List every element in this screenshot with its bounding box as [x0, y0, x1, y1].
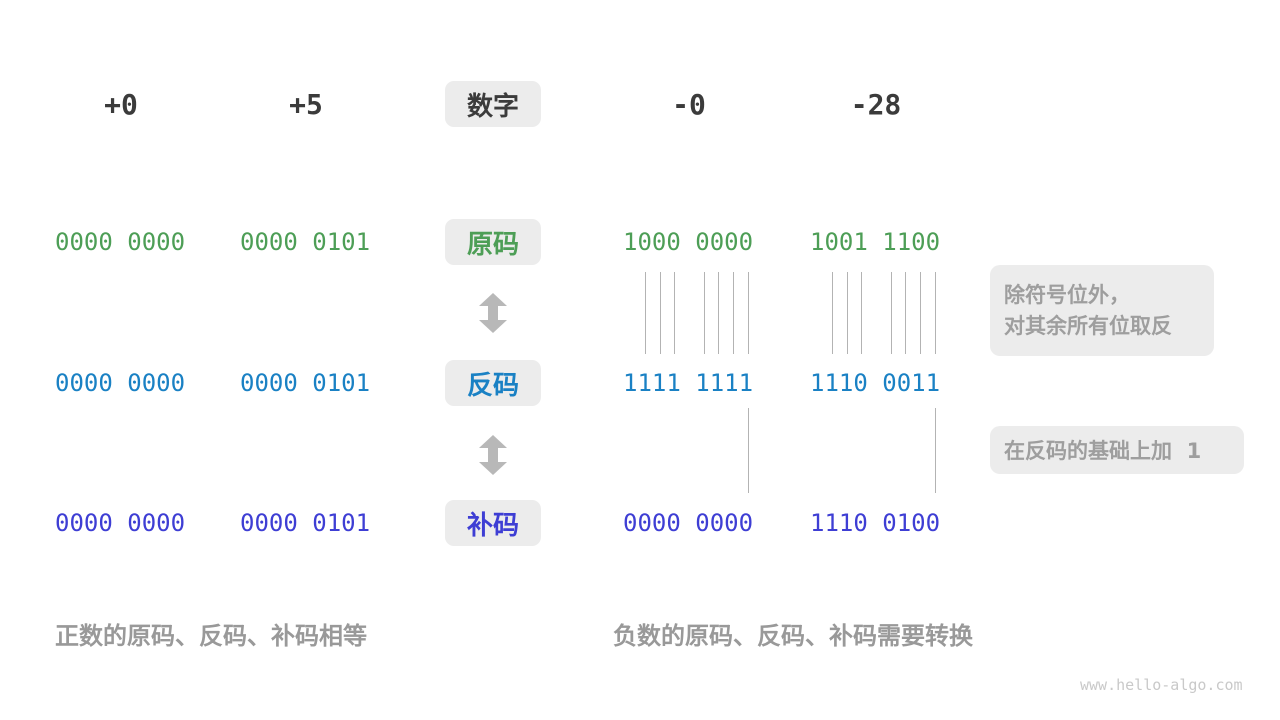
annotation-add-one: 在反码的基础上加 1	[990, 426, 1244, 474]
twos-complement-plus-five: 0000 0101	[240, 509, 371, 537]
annotation-invert-line1: 除符号位外，	[1004, 282, 1130, 307]
bit-connector-line	[747, 408, 749, 493]
website-watermark: www.hello-algo.com	[1080, 676, 1243, 694]
badge-ones-complement: 反码	[445, 360, 541, 406]
bit-connector-line	[934, 408, 936, 493]
sign-magnitude-plus-zero: 0000 0000	[55, 228, 186, 256]
sign-magnitude-minus-zero: 1000 0000	[623, 228, 754, 256]
double-arrow-icon	[479, 293, 507, 333]
sign-magnitude-plus-five: 0000 0101	[240, 228, 371, 256]
bit-connector-line	[674, 272, 676, 354]
bit-connector-line	[718, 272, 720, 354]
caption-positive-numbers: 正数的原码、反码、补码相等	[55, 622, 367, 650]
bit-connector-line	[645, 272, 646, 354]
ones-complement-minus-28: 1110 0011	[810, 369, 941, 397]
bit-connector-line	[890, 272, 892, 354]
ones-complement-minus-zero: 1111 1111	[623, 369, 754, 397]
badge-twos-complement: 补码	[445, 500, 541, 546]
header-value-plus-zero: +0	[104, 88, 138, 121]
sign-magnitude-minus-28: 1001 1100	[810, 228, 941, 256]
annotation-add-one-text: 在反码的基础上加 1	[1004, 439, 1202, 463]
twos-complement-minus-28: 1110 0100	[810, 509, 941, 537]
bit-connector-line	[659, 272, 661, 354]
header-value-plus-five: +5	[289, 88, 323, 121]
caption-negative-numbers: 负数的原码、反码、补码需要转换	[613, 622, 973, 650]
header-value-minus-zero: -0	[672, 88, 706, 121]
bit-connector-line	[703, 272, 705, 354]
bit-connector-line	[905, 272, 907, 354]
annotation-invert-line2: 对其余所有位取反	[1004, 313, 1172, 338]
header-value-minus-28: -28	[850, 88, 902, 121]
bit-connector-line	[934, 272, 936, 354]
ones-complement-plus-five: 0000 0101	[240, 369, 371, 397]
bit-connector-line	[920, 272, 922, 354]
bit-connector-line	[861, 272, 863, 354]
double-arrow-icon	[479, 435, 507, 475]
twos-complement-minus-zero: 0000 0000	[623, 509, 754, 537]
annotation-invert-bits: 除符号位外， 对其余所有位取反	[990, 265, 1214, 356]
bit-connector-line	[733, 272, 735, 354]
bit-connector-line	[846, 272, 848, 354]
twos-complement-plus-zero: 0000 0000	[55, 509, 186, 537]
badge-sign-magnitude: 原码	[445, 219, 541, 265]
ones-complement-plus-zero: 0000 0000	[55, 369, 186, 397]
badge-number: 数字	[445, 81, 541, 127]
bit-connector-line	[747, 272, 749, 354]
bit-connector-line	[832, 272, 833, 354]
